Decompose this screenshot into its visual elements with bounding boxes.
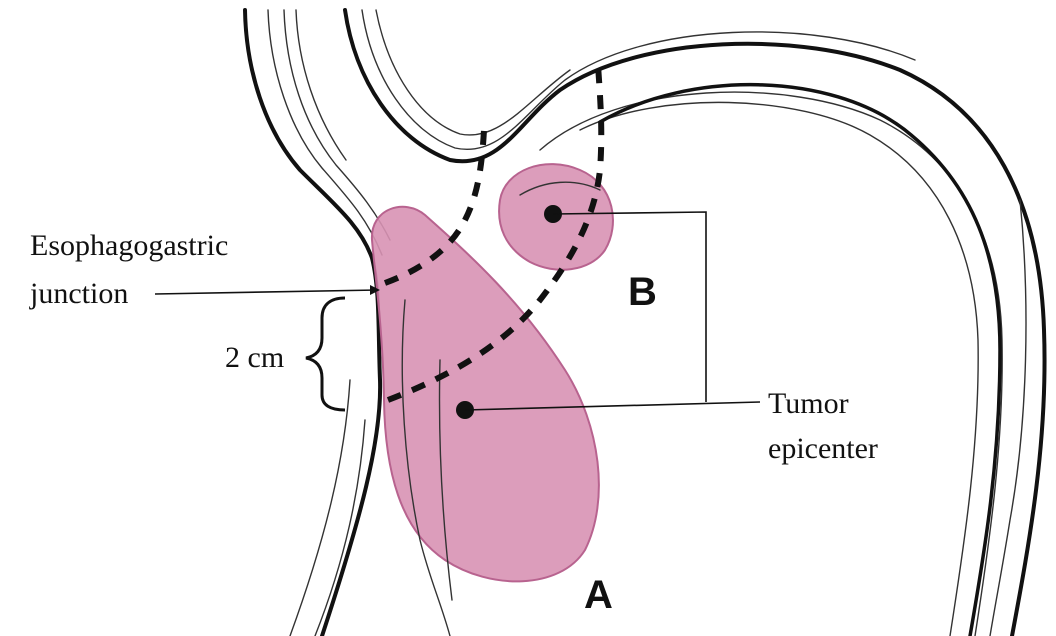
tumor-epicenter-line2: epicenter xyxy=(768,432,878,465)
fundus-inner-layer-1 xyxy=(540,92,1002,636)
ej-label-line1: Esophagogastric xyxy=(30,229,228,262)
ej-leader-arrow xyxy=(155,290,378,294)
outer-left-wall xyxy=(245,10,380,636)
left-wall-layer-1 xyxy=(268,10,382,255)
right-wall-layer-2 xyxy=(376,10,570,135)
tumor-a-label: A xyxy=(584,573,613,617)
tumor-epicenter-line1: Tumor xyxy=(768,387,849,420)
ej-label-line2: junction xyxy=(29,277,128,310)
right-wall-layer-1 xyxy=(362,10,915,149)
tumor-b-label: B xyxy=(628,270,657,314)
two-cm-brace xyxy=(306,298,345,410)
greater-curvature-inner-wall xyxy=(600,85,1000,636)
fundus-inner-layer-2 xyxy=(580,102,978,636)
greater-curvature-layer xyxy=(990,200,1026,636)
left-wall-layer-3 xyxy=(296,10,346,160)
left-lower-layer-1 xyxy=(290,380,350,636)
left-lower-layer-2 xyxy=(315,420,365,636)
organ-walls xyxy=(245,10,1045,636)
distance-label: 2 cm xyxy=(225,341,284,374)
